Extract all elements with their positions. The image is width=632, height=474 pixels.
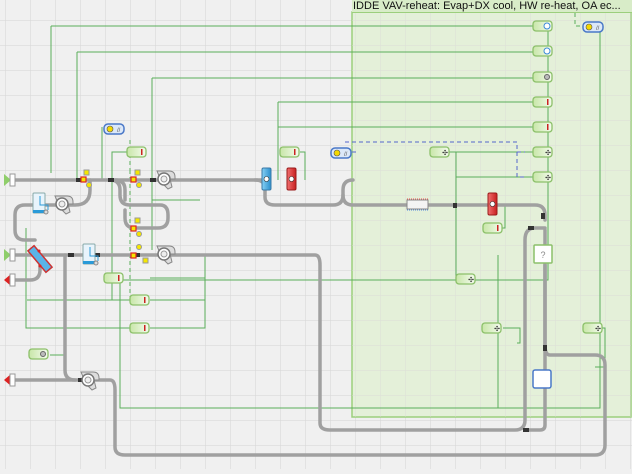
temperature-sensor[interactable]: [126, 146, 147, 158]
schedule-1[interactable]: //: [103, 123, 125, 135]
supply-fan-2[interactable]: [156, 170, 176, 190]
exhaust-fan[interactable]: [80, 371, 100, 391]
fan-sensor-icon: ✣: [494, 325, 500, 333]
temperature-sensor[interactable]: [103, 272, 124, 284]
zone-question-label: ?: [540, 250, 545, 260]
humidity-icon: [40, 351, 46, 357]
temperature-sensor[interactable]: [129, 294, 150, 306]
fan-sensor-icon: ✣: [442, 149, 448, 157]
flow-sensor[interactable]: ✣: [429, 146, 450, 158]
heat-recovery-exchanger[interactable]: [26, 244, 54, 274]
flow-sensor[interactable]: ✣: [455, 273, 476, 285]
humidity-sensor[interactable]: [532, 71, 553, 83]
relief-air-outlet-node[interactable]: [4, 273, 16, 287]
humidity-icon: [544, 74, 550, 80]
zone-unknown[interactable]: ?: [533, 244, 553, 264]
svg-text://: //: [344, 152, 348, 158]
svg-text:✣: ✣: [545, 149, 551, 157]
supply-fan-1[interactable]: [54, 195, 74, 215]
mixing-dampers[interactable]: [80, 169, 149, 264]
duct-segment[interactable]: [406, 198, 429, 211]
thermometer-icon: [497, 225, 499, 231]
thermometer-icon: [144, 325, 146, 331]
exhaust-outlet-node[interactable]: [4, 373, 16, 387]
weather-icon: [543, 22, 551, 30]
weather-icon: [543, 47, 551, 55]
schedule-2[interactable]: //: [330, 147, 352, 159]
pipes: [13, 178, 607, 457]
temperature-sensor[interactable]: [129, 322, 150, 334]
outdoor-air-inlet-node[interactable]: [4, 173, 16, 187]
svg-text:✣: ✣: [468, 276, 474, 284]
flow-sensor[interactable]: ✣: [532, 146, 553, 158]
fan-sensor-icon: ✣: [545, 174, 551, 182]
thermometer-icon: [144, 297, 146, 303]
thermometer-icon: [547, 99, 549, 105]
temperature-sensor[interactable]: [532, 121, 553, 133]
temperature-sensor[interactable]: [482, 222, 503, 234]
svg-text:✣: ✣: [494, 325, 500, 333]
return-air-inlet-node[interactable]: [4, 248, 16, 262]
fan-sensor-icon: ✣: [545, 149, 551, 157]
temperature-sensor[interactable]: [532, 96, 553, 108]
thermometer-icon: [118, 275, 120, 281]
svg-text://: //: [596, 26, 600, 32]
signal-wires: [25, 25, 606, 409]
fan-sensor-icon: ✣: [595, 325, 601, 333]
zone-box[interactable]: [532, 369, 552, 389]
thermometer-icon: [547, 124, 549, 130]
svg-text:✣: ✣: [595, 325, 601, 333]
svg-text://: //: [117, 128, 121, 134]
evaporative-cooler-2[interactable]: [82, 243, 99, 266]
humidity-sensor[interactable]: [28, 348, 49, 360]
weather-sensor[interactable]: [532, 45, 553, 57]
flow-sensor[interactable]: ✣: [582, 322, 603, 334]
loop-title: IDDE VAV-reheat: Evap+DX cool, HW re-hea…: [352, 0, 632, 13]
thermometer-icon: [294, 149, 296, 155]
svg-text:✣: ✣: [545, 174, 551, 182]
temperature-sensor[interactable]: [279, 146, 300, 158]
pipe-joints: [68, 178, 547, 432]
svg-text:✣: ✣: [442, 149, 448, 157]
cooling-coil[interactable]: [261, 167, 272, 191]
flow-sensor[interactable]: ✣: [481, 322, 502, 334]
reheat-coil[interactable]: [487, 192, 498, 216]
supply-fan-3[interactable]: [156, 245, 176, 265]
schedule-3[interactable]: //: [582, 21, 604, 33]
sensors: ✣ ✣ ✣ ✣ ✣ ✣: [28, 20, 603, 360]
weather-sensor[interactable]: [532, 20, 553, 32]
fan-sensor-icon: ✣: [468, 276, 474, 284]
heating-coil[interactable]: [286, 167, 297, 191]
evaporative-cooler-1[interactable]: [32, 192, 49, 215]
thermometer-icon: [141, 149, 143, 155]
flow-sensor[interactable]: ✣: [532, 171, 553, 183]
